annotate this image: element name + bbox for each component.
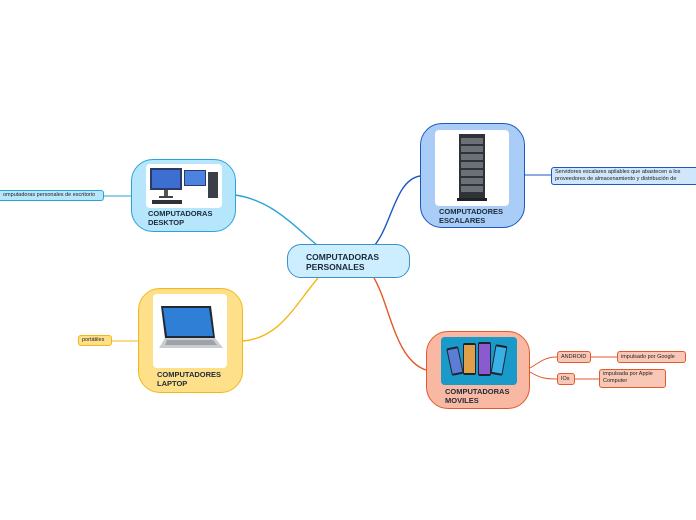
desktop-note[interactable]: omputadoras personales de escritorio [0, 190, 104, 201]
central-topic[interactable]: COMPUTADORAS PERSONALES [287, 244, 410, 278]
laptop-image [153, 294, 227, 368]
node-desktop-label: COMPUTADORAS DESKTOP [148, 209, 213, 227]
link-ios [529, 371, 558, 380]
link-moviles [373, 277, 427, 371]
android-tag[interactable]: ANDROID [557, 351, 591, 363]
escalares-note[interactable]: Servidores escalares apilables que abast… [551, 167, 696, 185]
node-moviles[interactable]: COMPUTADORAS MOVILES [426, 331, 530, 409]
laptop-note[interactable]: portátiles [78, 335, 112, 346]
link-desktop [234, 194, 319, 247]
node-laptop-label: COMPUTADORES LAPTOP [157, 370, 222, 388]
ios-detail[interactable]: impulsada por Apple Computer [599, 369, 666, 388]
node-escalares[interactable]: COMPUTADORES ESCALARES [420, 123, 525, 228]
link-laptop [242, 277, 319, 342]
phones-image [441, 337, 517, 385]
android-detail[interactable]: impulsado por Google [617, 351, 686, 363]
central-topic-label: COMPUTADORAS PERSONALES [306, 252, 380, 272]
desktop-image [146, 164, 222, 208]
node-laptop[interactable]: COMPUTADORES LAPTOP [138, 288, 243, 393]
ios-tag[interactable]: IOs [557, 373, 575, 385]
server-image [435, 130, 509, 206]
node-escalares-label: COMPUTADORES ESCALARES [439, 207, 504, 225]
link-escalares [373, 175, 421, 247]
node-desktop[interactable]: COMPUTADORAS DESKTOP [131, 159, 236, 232]
node-moviles-label: COMPUTADORAS MOVILES [445, 387, 510, 405]
link-android [529, 356, 558, 369]
